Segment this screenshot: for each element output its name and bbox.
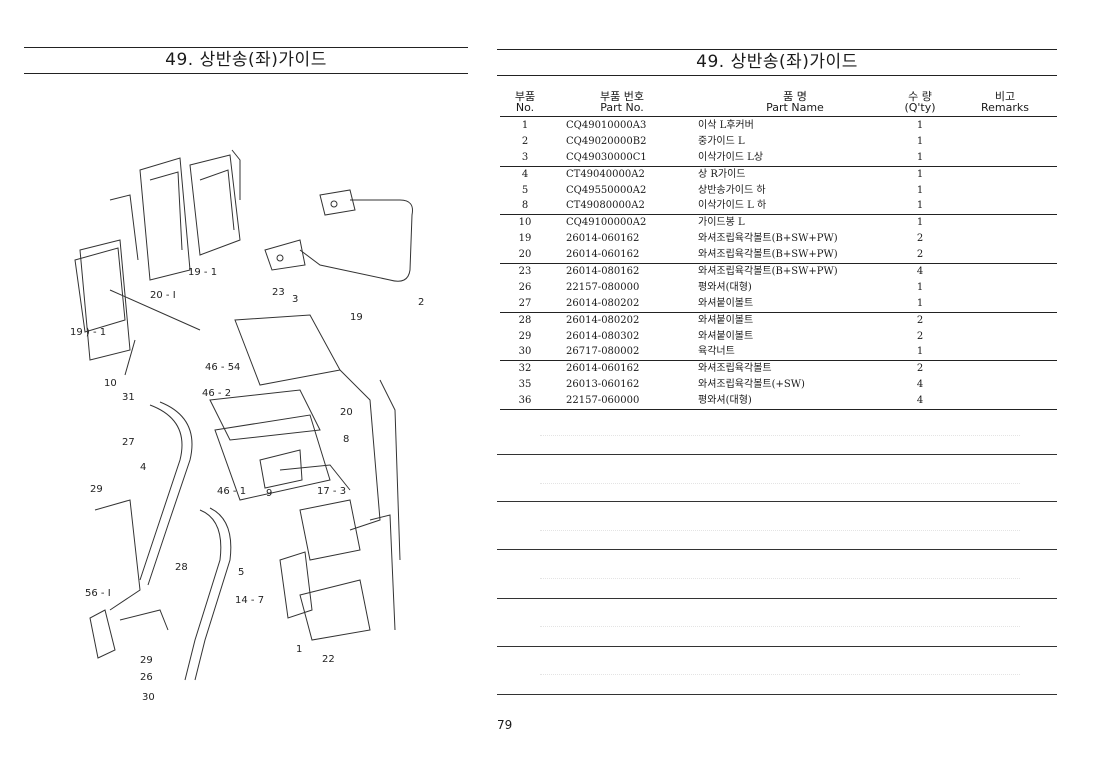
faint-rule [540,674,1020,676]
section-rule [497,646,1057,647]
upper-cover-group [74,149,241,361]
section-rule [497,501,1057,502]
callout-29b: 29 [140,655,153,666]
callout-17-3: 17 - 3 [317,486,346,497]
parts-table-header: 부품 No. 부품 번호 Part No. 품 명 Part Name 수 량 … [500,90,1057,117]
callout-4: 4 [140,462,146,473]
callout-29: 29 [90,484,103,495]
faint-rule [540,483,1020,485]
callout-5: 5 [238,567,244,578]
callout-8: 8 [343,434,349,445]
callout-30: 30 [142,692,155,703]
callout-46-54: 46 - 54 [205,362,240,373]
section-rule [497,694,1057,695]
left-page: 49. 상반송(좌)가이드 [0,0,490,780]
faint-rule [540,578,1020,580]
callout-31: 31 [122,392,135,403]
callout-46-1: 46 - 1 [217,486,246,497]
callout-28: 28 [175,562,188,573]
lower-bracket-part [109,289,396,641]
faint-rule [540,435,1020,437]
callout-19: 19 [350,312,363,323]
header-no-ko: 부품 [514,90,536,103]
header-qty-en: (Q'ty) [904,101,936,114]
callout-14-7: 14 - 7 [235,595,264,606]
callout-26: 26 [140,672,153,683]
callout-10: 10 [104,378,117,389]
callout-19-1b: 19 ) - 1 [70,327,106,338]
left-page-title: 49. 상반송(좌)가이드 [24,47,468,74]
faint-rule [540,530,1020,532]
callout-9: 9 [266,488,272,499]
callout-20: 20 [340,407,353,418]
header-remarks-en: Remarks [981,101,1029,114]
callout-22: 22 [322,654,335,665]
page-number: 79 [497,718,513,732]
callout-27: 27 [122,437,135,448]
header-part-no-en: Part No. [600,101,644,114]
callout-3: 3 [292,294,298,305]
header-qty-ko: 수 량 [908,90,932,103]
callout-46-2: 46 - 2 [202,388,231,399]
faint-rule [540,626,1020,628]
callout-19-1: 19 - 1 [188,267,217,278]
section-rule [497,549,1057,550]
section-rule [497,454,1057,455]
lower-rod-group [89,401,232,681]
header-name-en: Part Name [766,101,824,114]
header-no-en: No. [515,101,535,114]
callout-2: 2 [418,297,424,308]
header-remarks-ko: 비고 [994,90,1016,103]
exploded-parts-diagram: 2 3 19 19 - 1 20 - I 23 19 ) - 1 10 31 4… [70,149,424,703]
callout-20-1: 20 - I [150,290,176,301]
center-plate-assembly [209,314,401,561]
callout-1: 1 [296,644,302,655]
guide-rod-part [264,189,413,282]
header-name-ko: 품 명 [783,90,807,103]
right-page: 49. 상반송(좌)가이드 부품 No. 부품 번호 Part No. 품 명 … [490,0,1117,780]
callout-56-1: 56 - I [85,588,111,599]
right-page-title: 49. 상반송(좌)가이드 [497,49,1057,76]
callout-23: 23 [272,287,285,298]
section-rule [497,598,1057,599]
header-part-no-ko: 부품 번호 [600,90,644,103]
